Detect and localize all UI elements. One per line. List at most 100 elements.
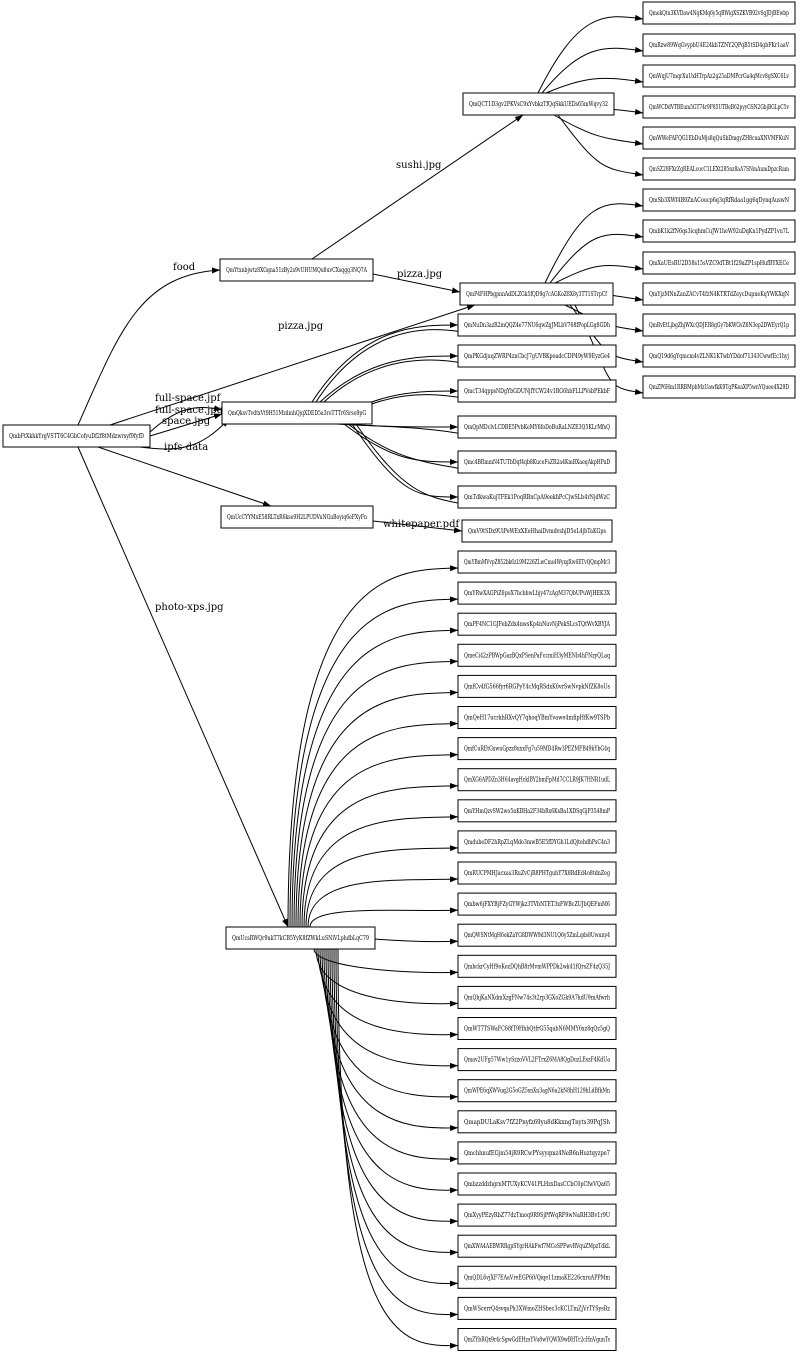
node-pizza-box[interactable] <box>459 282 614 306</box>
node-photo-child[interactable]: QmapDULaKsv7fZ2Pnyfz69yu8dKkxngTnyts39Pq… <box>457 1110 617 1134</box>
node-ipfs[interactable]: QmUcCYYMxE58RLTxR6kse9H2LPUDVuNGuBoyiq6e… <box>220 505 374 529</box>
node-photo-child-box[interactable] <box>457 581 617 605</box>
node-photo-child-box[interactable] <box>457 892 617 916</box>
node-sushi-child[interactable]: QmWCDdVTBEum5GT74r9F85UTBeB62pyyGSN2GbjB… <box>642 95 796 119</box>
node-space-child-box[interactable] <box>457 313 617 337</box>
node-photo-child-box[interactable] <box>457 1296 617 1320</box>
node-photo-child-box[interactable] <box>457 1265 617 1289</box>
node-photo-child-box[interactable] <box>457 1234 617 1258</box>
node-sushi-box[interactable] <box>462 92 615 116</box>
node-photo-child-box[interactable] <box>457 985 617 1009</box>
node-root[interactable]: QmbFtXkhkYrgVSTT6C4GbCofyuDf2f8tMdzwrsyf… <box>2 424 151 448</box>
node-space-child-box[interactable] <box>457 415 617 439</box>
node-photo-child[interactable]: QmQWSNtMgH6okZaYG8DWW9d3NU1Q6y5ZmLqds8Uw… <box>457 923 617 947</box>
node-photo-child-box[interactable] <box>457 1048 617 1072</box>
node-photo-child[interactable]: QmXyyPEzyRbZ77dzTmoq9R9SjPfWqRF9wNaRH3Bv… <box>457 1203 617 1227</box>
node-sushi-child-box[interactable] <box>642 95 796 119</box>
node-photo-child[interactable]: QmYRwXAGPiZ6poX7hchhwLhjy47zAgM37QbUPuWj… <box>457 581 617 605</box>
node-root-box[interactable] <box>2 424 151 448</box>
node-space-child-box[interactable] <box>457 379 617 403</box>
node-photo-child[interactable]: QmchhnufEGjm54jR9RCwPYsyyqmz4NeB6nHuztqy… <box>457 1141 617 1165</box>
node-pizza-child-box[interactable] <box>642 188 796 212</box>
node-sushi-child-box[interactable] <box>642 157 796 181</box>
node-photo-child-box[interactable] <box>457 1141 617 1165</box>
node-photo-child-box[interactable] <box>457 612 617 636</box>
node-photo-child[interactable]: QmZYbRQx9r4cSgwGdEHzsYVu8wYQWX9wBHTr2cHn… <box>457 1328 617 1351</box>
node-sushi-child-box[interactable] <box>642 33 796 57</box>
node-pizza-child-box[interactable] <box>642 251 796 275</box>
node-sushi-child[interactable]: QmRzw89WqGvypbU4E24khTZNY2QPqB5tSD4gbFKr… <box>642 33 796 57</box>
node-pizza-child[interactable]: QmbK1k2fN6qs3icqhmCuJW1heW92uDqKn1PydZP1… <box>642 219 796 243</box>
node-photo-child[interactable]: QmXWA4AEBWRRgpSYgrHAkFwf7MCeSPFwvRVquZMp… <box>457 1234 617 1258</box>
node-sushi-child[interactable]: QmekQtu3KVDaw4NgKMq6y5qBWigXSZKVB92vSgJD… <box>642 1 796 25</box>
node-photo-child[interactable]: QmQeH17ucrkhRXvQY7qhoqYBmYvawe4mfipHfKw9… <box>457 706 617 729</box>
node-photo-child[interactable]: Qmbw6jFXYBjFZyGYWjkz3TVbNTET3xFWBcZUJbQE… <box>457 892 617 916</box>
node-space-child[interactable]: QmNuDn3azR2mQQZ4e77NU6qwZgJMLbV768fPopLG… <box>457 313 617 337</box>
node-pizza-child-box[interactable] <box>642 313 796 337</box>
node-pizza-child-box[interactable] <box>642 344 796 368</box>
node-photo-child-box[interactable] <box>457 1203 617 1227</box>
node-pizza-child-box[interactable] <box>642 282 796 306</box>
node-photo-child[interactable]: QmWT7TSWaFC68fT9HhbQtfrG55qabN6MMY6xz8qQ… <box>457 1017 617 1040</box>
node-pizza-child[interactable]: QmQ19d6gYqmcm4vZLNK1KTwbYDdof71343CwwfEc… <box>642 344 796 368</box>
node-whitepaper-box[interactable] <box>461 519 613 543</box>
node-photo-child[interactable]: QmPF4NC1GJFebZdx4nwsKp4nNuvNjPekSLcsTQtW… <box>457 612 617 636</box>
node-space[interactable]: QmQksvTvdtxVt9H51MzdmhQjqXDED5a3roTTTr6S… <box>221 401 373 425</box>
node-whitepaper[interactable]: QmV9tSDx9UiPeWExXEeHhaiDvmdvshjD5eL4jbTa… <box>461 519 613 543</box>
node-photo-child-box[interactable] <box>457 1017 617 1040</box>
node-space-child-box[interactable] <box>457 344 617 368</box>
node-pizza[interactable]: QmP4FHPbgpnnAdDLZGk5fQD9g7cAGKoZ8X8y3TT1… <box>459 282 614 306</box>
node-photo-child[interactable]: QmQDL6vjXF7EAaVreEGP6iVQiqe11zmaKE226cxr… <box>457 1265 617 1289</box>
node-photo-child[interactable]: QmQhjKaNXdmXzgFNw74s3t2rp3GXoZGk9A7kdU9m… <box>457 985 617 1009</box>
node-sushi-child[interactable]: QmWWeFAFQG1EbDuMjs8qQuSbDmgyZH8cuaXNVMFK… <box>642 126 796 150</box>
node-sushi[interactable]: QmQCT1D3gv2PKVsC9xYvbkzTfQqSkkUEDs65mWqv… <box>462 92 615 116</box>
node-pizza-child[interactable]: QmZP6Hm1RRBMpbMzUawfkK9TgPKeaXP5wnYQuee4… <box>642 375 796 399</box>
node-photo-child-box[interactable] <box>457 923 617 947</box>
node-photo-child-box[interactable] <box>457 830 617 854</box>
node-space-child[interactable]: QmTdkwaKujTFEk1PoqRBnCpA9eekhPcCjwSLb4rN… <box>457 485 617 509</box>
node-pizza-child-box[interactable] <box>642 375 796 399</box>
node-photo-child[interactable]: QmWScerrQ4svqaPk3XWmoZHSbec3cKCLTmZjVrTY… <box>457 1296 617 1320</box>
node-photo-child[interactable]: Qmav2UFg57Ww1ySzzoVVL2FTrxZ6MA8QgDuzLEsz… <box>457 1048 617 1072</box>
node-photo-child-box[interactable] <box>457 674 617 698</box>
node-photo-child[interactable]: QmdubeDF2hRpZLqMdo3mwB5E5fDYGh1LdQjtehdh… <box>457 830 617 854</box>
node-photo-child[interactable]: QmYHmQzvSW2wo5nKBHa2F34bRx6KsBa1XDSqGjP3… <box>457 799 617 823</box>
node-photo-child-box[interactable] <box>457 768 617 792</box>
node-sushi-child[interactable]: QmSZ28FXrZgREALcocC1LEXt285nz8aA7SNmAumD… <box>642 157 796 181</box>
node-photo-child[interactable]: QmfCuREtGxwuGpzz8uxxFg7u59MD4Rw3PEZMFB49… <box>457 737 617 761</box>
node-pizza-child[interactable]: QmRvEtLjbgZhjWXcQDJER8gGy7bKWGvZ6N3ep2DW… <box>642 313 796 337</box>
node-photo-child-box[interactable] <box>457 550 617 574</box>
node-photo-child[interactable]: QmYBmMVvpZ852bk6zL9M226ZLwCms4WyxgXw6ETv… <box>457 550 617 574</box>
node-photo-child[interactable]: QmRUCPMHJacxas3RuZvCjR8PHTguhY7X8RdEd4o8… <box>457 861 617 885</box>
node-sushi-child-box[interactable] <box>642 126 796 150</box>
node-space-child[interactable]: QmQpMDclvLCDBE5PvbKeMY6foDoBuRaLNZE3Q5KL… <box>457 415 617 439</box>
node-pizza-child[interactable]: QmXaUEsRU2D58s15sVZC9dTBt1f29aZP1spHufBY… <box>642 251 796 275</box>
node-space-child[interactable]: QmPKGdjuqZWRP4znCbcJ7gUVBKpoadcCDP49yW9E… <box>457 344 617 368</box>
node-photo-child-box[interactable] <box>457 954 617 978</box>
node-photo-child[interactable]: QmbckrCyHf9oKozDQhB8rMvmWPPDk2wk41fQrsZF… <box>457 954 617 978</box>
node-photo-child-box[interactable] <box>457 861 617 885</box>
node-sushi-child-box[interactable] <box>642 64 796 88</box>
node-photo-child[interactable]: QmWPE6qXWVuq2G5oGZ5snXn3agN6a2kN8hH129hL… <box>457 1079 617 1103</box>
node-space-child[interactable]: QmcT34qppsNDgYbGDUNjfYCW24v1RG6hbFLLPVsb… <box>457 379 617 403</box>
node-space-child-box[interactable] <box>457 450 617 474</box>
node-photo-child[interactable]: QmfCv4fG566fyr6RGPyY4cMqRSdxK6vrSwNvpkNf… <box>457 674 617 698</box>
node-pizza-child[interactable]: QmYjzMNnZanZACvT4fzN4KTRTdZeycDupneKqYWK… <box>642 282 796 306</box>
node-photo-child-box[interactable] <box>457 643 617 667</box>
node-space-child[interactable]: Qmc4BRmmN4TUTbDqf4qb8KuceFsZR2a4KmBXaeqA… <box>457 450 617 474</box>
node-pizza-child-box[interactable] <box>642 219 796 243</box>
node-sushi-child[interactable]: QmWqjU7mqrXuUxHTrpAz2g25aDMPcrGa4qMcv8gS… <box>642 64 796 88</box>
node-space-box[interactable] <box>221 401 373 425</box>
node-photo-child-box[interactable] <box>457 1172 617 1196</box>
node-photo-child[interactable]: QmXG6APDZn3H64avgHcklBY2bmFpMd7CCLR9JK7H… <box>457 768 617 792</box>
node-photo-child-box[interactable] <box>457 1110 617 1134</box>
node-sushi-child-box[interactable] <box>642 1 796 25</box>
node-photos-box[interactable] <box>225 926 376 950</box>
node-ipfs-box[interactable] <box>220 505 374 529</box>
node-space-child-box[interactable] <box>457 485 617 509</box>
node-photo-child-box[interactable] <box>457 737 617 761</box>
node-photo-child[interactable]: QmeCi42zPBWpGazBQxPSenPaFccmiH3yMENb4hFN… <box>457 643 617 667</box>
node-photos[interactable]: QmUcsRWQr9ukT7kCB5YyK8fZWkLuSNiVLphdbLqC… <box>225 926 376 950</box>
node-pizza-child[interactable]: QmSb3XWf4B9ZnACoucp6q3qRfRdaa1gg6qDynqAu… <box>642 188 796 212</box>
node-photo-child-box[interactable] <box>457 706 617 729</box>
